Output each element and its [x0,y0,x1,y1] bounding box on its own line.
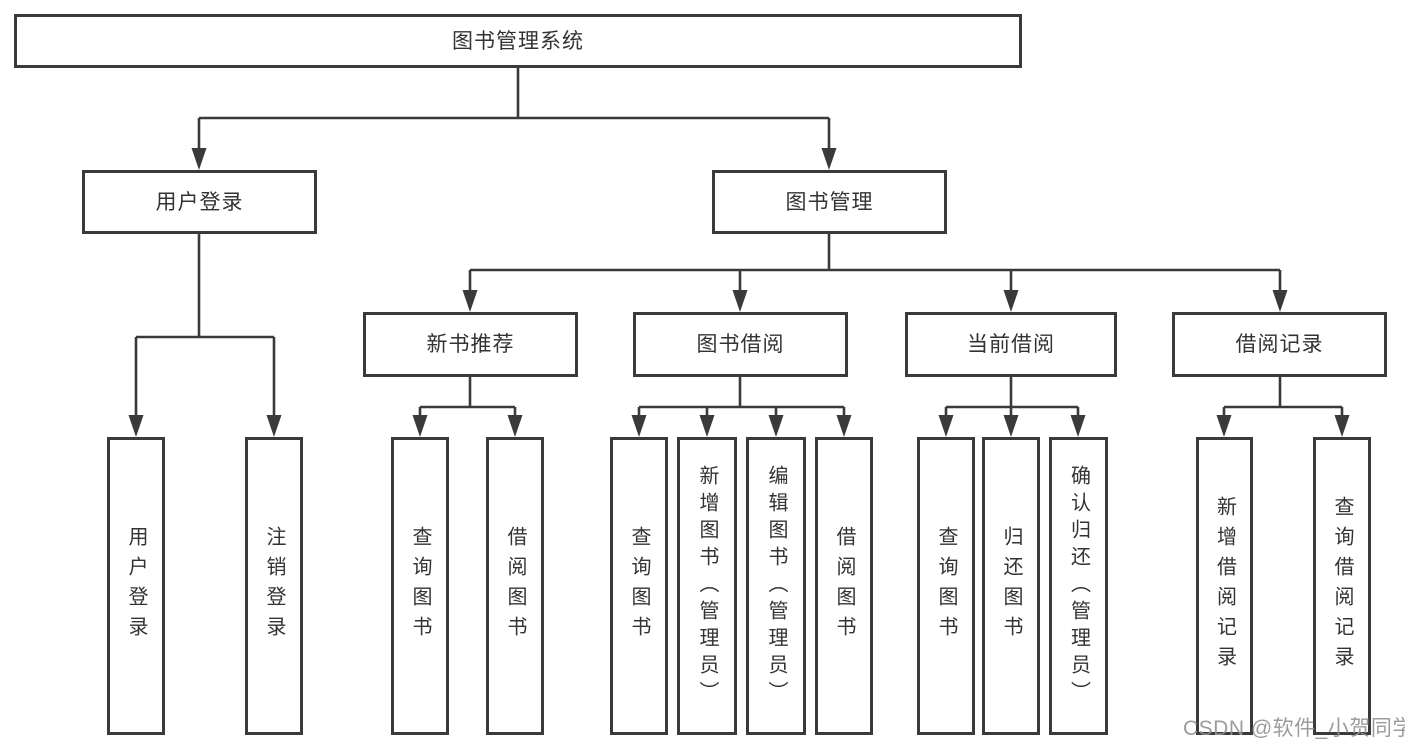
node-book-borrowing: 图书借阅 [633,312,848,377]
leaf-add-book-admin: 新增图书（管理员） [677,437,737,735]
node-library-management-system: 图书管理系统 [14,14,1022,68]
node-current-borrowing: 当前借阅 [905,312,1117,377]
node-label: 新增借阅记录 [1213,496,1236,676]
arrow-icon [631,415,647,437]
leaf-borrow-books: 借阅图书 [815,437,873,735]
arrow-icon [128,415,144,437]
arrow-icon [1003,415,1019,437]
arrow-icon [1003,290,1019,312]
leaf-query-books-recommend: 查询图书 [391,437,449,735]
arrow-icon [768,415,784,437]
node-book-management: 图书管理 [712,170,947,234]
node-new-book-recommendation: 新书推荐 [363,312,578,377]
csdn-watermark: CSDN @软件_小贺同学 [1183,717,1405,740]
leaf-borrow-books-recommend: 借阅图书 [486,437,544,735]
node-label: 查询图书 [409,526,431,646]
leaf-user-login: 用户登录 [107,437,165,735]
node-label: 用户登录 [155,190,244,214]
arrow-icon [821,148,837,170]
arrow-icon [412,415,428,437]
leaf-query-books-current: 查询图书 [917,437,975,735]
arrow-icon [1216,415,1232,437]
leaf-confirm-return-admin: 确认归还（管理员） [1049,437,1108,735]
arrow-icon [507,415,523,437]
node-label: 编辑图书（管理员） [765,464,787,708]
node-label: 当前借阅 [967,333,1055,356]
node-label: 确认归还（管理员） [1067,464,1090,708]
node-label: 新增图书（管理员） [696,464,718,708]
leaf-query-borrow-record: 查询借阅记录 [1313,437,1371,735]
node-label: 查询图书 [935,526,957,646]
node-label: 图书借阅 [696,333,785,356]
node-label: 新书推荐 [426,333,515,356]
leaf-query-books-borrow: 查询图书 [610,437,668,735]
node-label: 查询借阅记录 [1331,496,1353,676]
node-label: 查询图书 [628,526,650,646]
node-label: 用户登录 [125,526,147,646]
node-label: 借阅图书 [833,526,855,646]
arrow-icon [1334,415,1350,437]
node-label: 注销登录 [263,526,285,646]
leaf-add-borrow-record: 新增借阅记录 [1196,437,1253,735]
leaf-edit-book-admin: 编辑图书（管理员） [746,437,806,735]
arrow-icon [699,415,715,437]
node-label: 归还图书 [1000,526,1022,646]
arrow-icon [462,290,478,312]
arrow-icon [266,415,282,437]
node-user-login: 用户登录 [82,170,317,234]
leaf-logout: 注销登录 [245,437,303,735]
arrow-icon [1272,290,1288,312]
node-label: 借阅记录 [1235,333,1324,356]
arrow-icon [938,415,954,437]
leaf-return-books: 归还图书 [982,437,1040,735]
arrow-icon [732,290,748,312]
node-label: 图书管理 [785,190,874,214]
arrow-icon [191,148,207,170]
node-label: 图书管理系统 [452,29,584,53]
arrow-icon [836,415,852,437]
arrow-icon [1070,415,1086,437]
node-label: 借阅图书 [504,526,526,646]
node-borrowing-records: 借阅记录 [1172,312,1387,377]
